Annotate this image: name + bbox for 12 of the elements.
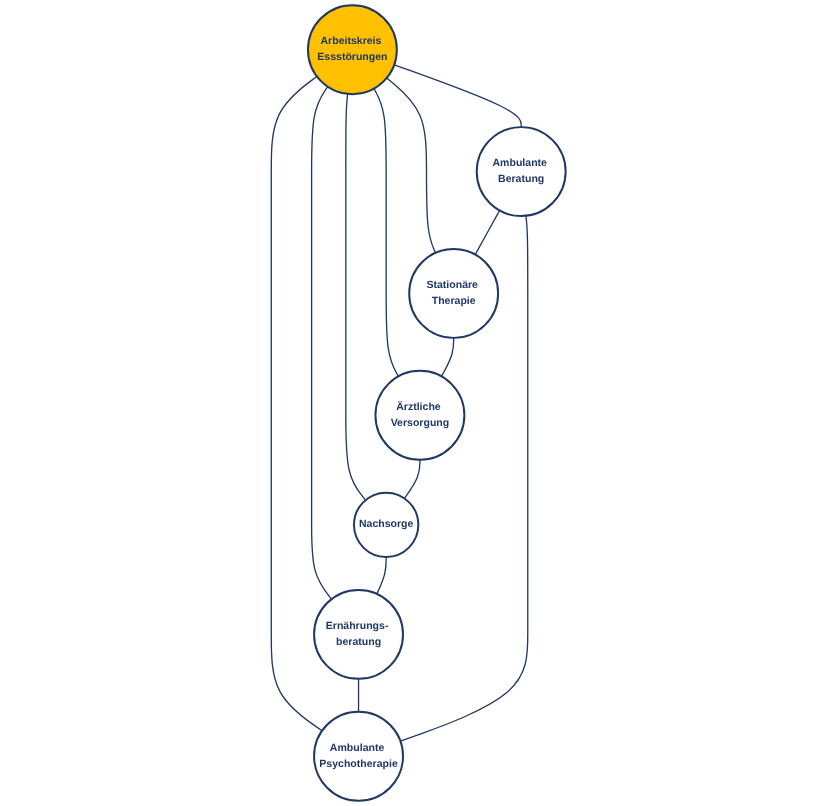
- connector: [403, 459, 421, 500]
- connector: [310, 86, 332, 600]
- connector: [375, 556, 387, 595]
- connector: [440, 337, 454, 378]
- connector: [393, 64, 522, 128]
- connector: [357, 678, 359, 713]
- connector: [344, 93, 366, 501]
- connector: [372, 87, 399, 378]
- connector: [385, 77, 436, 254]
- connector: [474, 209, 500, 256]
- connector: [399, 215, 528, 742]
- connector: [270, 75, 323, 732]
